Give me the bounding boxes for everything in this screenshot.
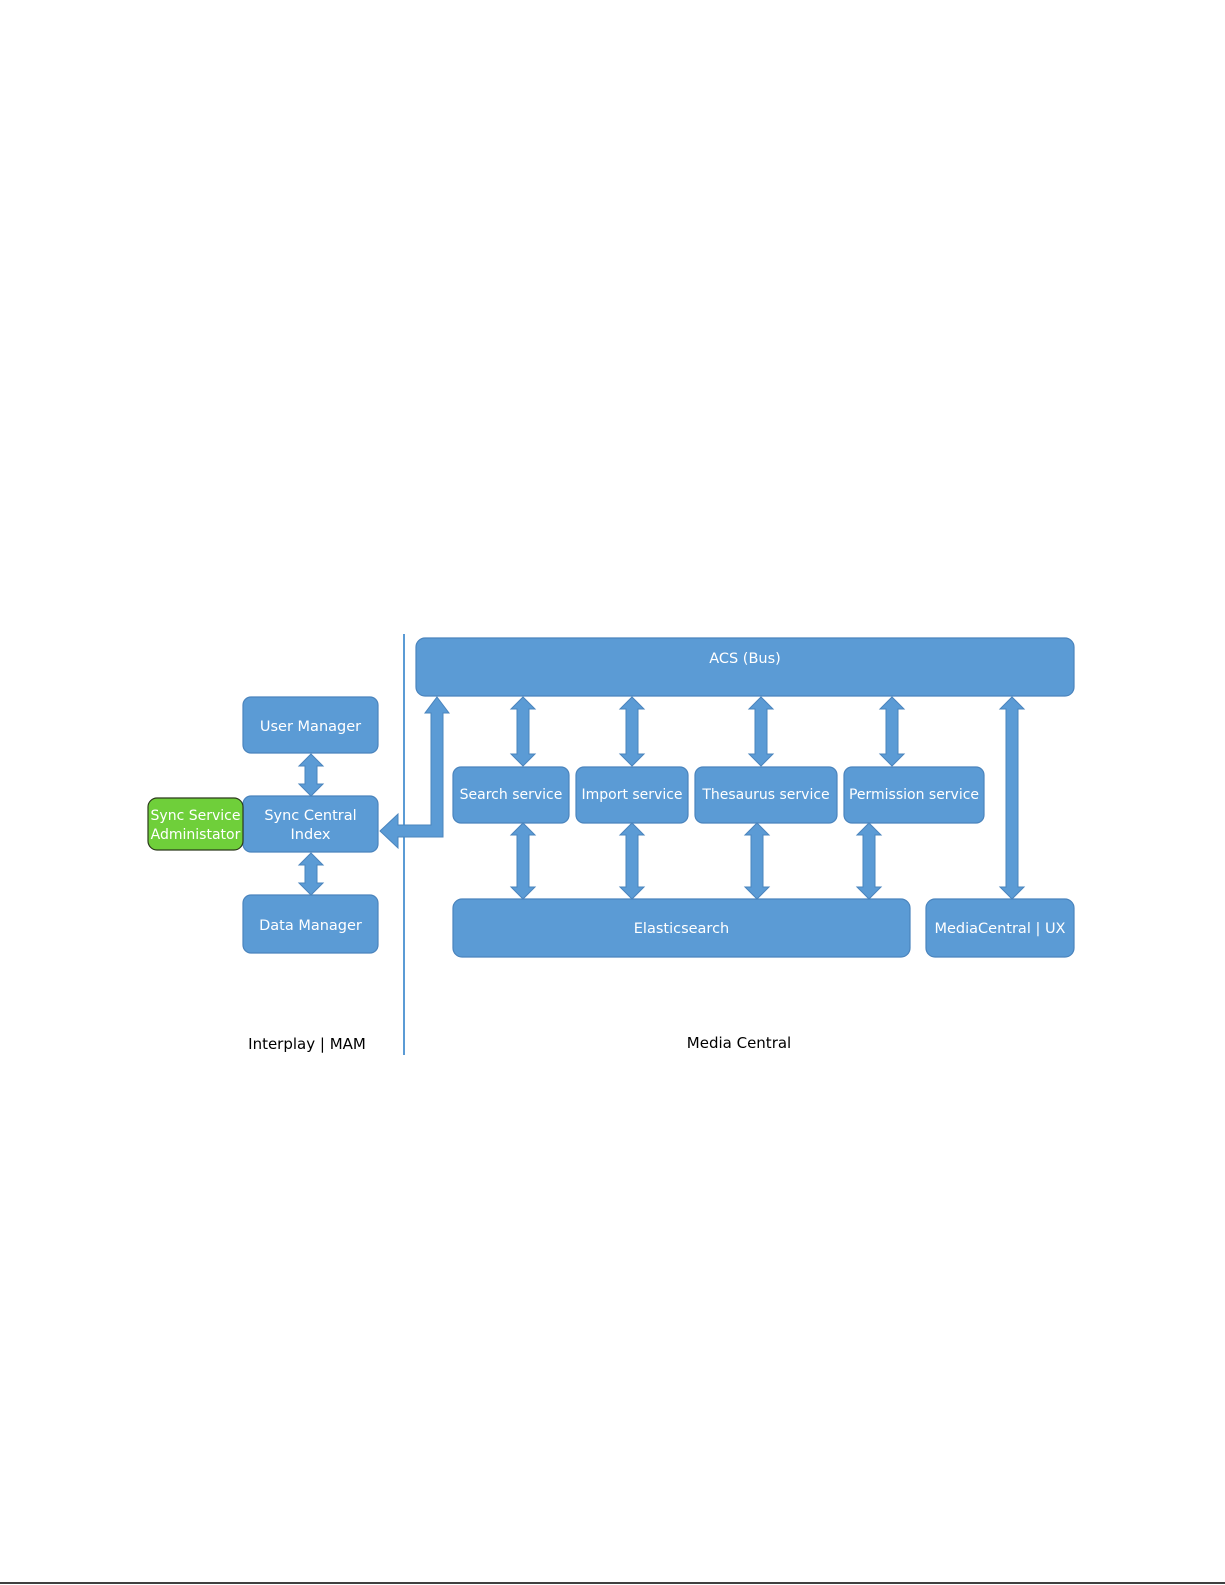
- thesaurus-elastic-arrow: [745, 823, 769, 899]
- acs-bus-node: ACS (Bus): [416, 638, 1074, 696]
- data-manager-node: Data Manager: [243, 895, 378, 953]
- thesaurus-service-label: Thesaurus service: [701, 787, 829, 803]
- import-service-node: Import service: [576, 767, 688, 823]
- region-label-media-central: Media Central: [687, 1034, 791, 1052]
- search-service-node: Search service: [453, 767, 569, 823]
- region-label-interplay-mam: Interplay | MAM: [248, 1035, 366, 1053]
- acs-thesaurus-arrow: [749, 697, 773, 766]
- elasticsearch-label: Elasticsearch: [634, 921, 729, 937]
- user-manager-node: User Manager: [243, 697, 378, 753]
- mediacentral-ux-node: MediaCentral | UX: [926, 899, 1074, 957]
- import-elastic-arrow: [620, 823, 644, 899]
- sync-central-index-label-line1: Sync Central: [264, 808, 356, 824]
- acs-bus-label: ACS (Bus): [709, 651, 781, 667]
- user-to-sync-arrow: [299, 754, 323, 796]
- sync-service-admin-label-line1: Sync Service: [151, 808, 241, 824]
- acs-mediacentral-arrow: [1000, 697, 1024, 899]
- search-elastic-arrow: [511, 823, 535, 899]
- search-service-label: Search service: [460, 787, 563, 803]
- acs-permission-arrow: [880, 697, 904, 766]
- sync-to-data-arrow: [299, 853, 323, 895]
- import-service-label: Import service: [581, 787, 682, 803]
- acs-import-arrow: [620, 697, 644, 766]
- acs-to-sync-arrow: [380, 697, 449, 848]
- permission-service-label: Permission service: [849, 787, 979, 803]
- permission-elastic-arrow: [857, 823, 881, 899]
- sync-service-admin-label-line2: Administator: [151, 827, 241, 843]
- data-manager-label: Data Manager: [259, 918, 362, 934]
- permission-service-node: Permission service: [844, 767, 984, 823]
- sync-service-admin-node: Sync Service Administator: [148, 798, 243, 850]
- sync-central-index-label-line2: Index: [291, 827, 331, 843]
- elasticsearch-node: Elasticsearch: [453, 899, 910, 957]
- mediacentral-ux-label: MediaCentral | UX: [935, 921, 1066, 937]
- acs-search-arrow: [511, 697, 535, 766]
- sync-central-index-node: Sync Central Index: [243, 796, 378, 852]
- thesaurus-service-node: Thesaurus service: [695, 767, 837, 823]
- user-manager-label: User Manager: [260, 719, 361, 735]
